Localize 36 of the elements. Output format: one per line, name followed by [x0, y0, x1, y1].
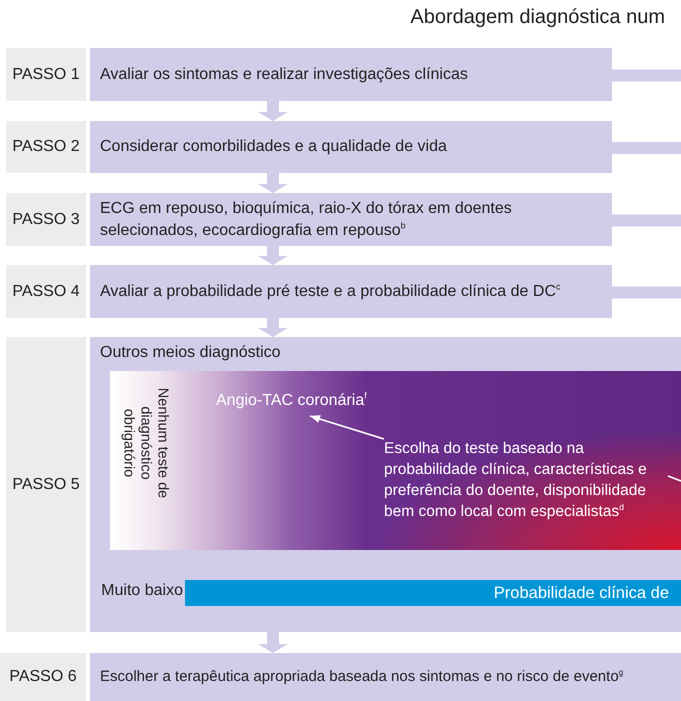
step-text: Avaliar a probabilidade pré teste e a probabilidade clínica de DC$^{c}$ — [100, 280, 560, 302]
step-number: PASSO 6 — [9, 667, 77, 687]
vertical-label: Nenhum teste de diagnóstico obrigatório — [120, 386, 170, 500]
step-text: Escolher a terapêutica apropriada baseada nos sintomas e no risco de evento$^{g}$ — [100, 667, 624, 687]
connector-band — [612, 70, 681, 82]
connector-band — [612, 142, 681, 154]
diagram-title: Abordagem diagnóstica num — [410, 6, 665, 29]
step-number: PASSO 1 — [12, 64, 80, 84]
step-box — [90, 48, 612, 101]
step-text: ECG em repouso, bioquímica, raio-X do tórax em doentes selecionados, ecocardiografia em repouso$^{b}$ — [100, 198, 513, 240]
step-number: PASSO 4 — [12, 282, 80, 302]
flow-arrow — [258, 632, 288, 653]
step-text: Avaliar os sintomas e realizar investigações clínicas — [100, 64, 468, 84]
step-box — [90, 653, 681, 701]
step-box — [90, 121, 612, 173]
step-number: PASSO 3 — [12, 210, 80, 230]
flow-arrow — [258, 101, 288, 121]
step-box — [90, 193, 612, 246]
test-label: Angio-TAC coronária$^{f}$ — [216, 390, 368, 411]
leader-line — [668, 475, 681, 482]
connector-band — [612, 286, 681, 298]
step-box — [90, 337, 681, 632]
bar-label: Probabilidade clínica de — [494, 583, 669, 604]
scale-label: Muito baixo — [101, 582, 184, 600]
flow-arrow — [258, 318, 288, 337]
connector-band — [612, 214, 681, 226]
section-heading: Outros meios diagnóstico — [100, 343, 281, 363]
pointer-arrow — [310, 415, 384, 440]
gradient-panel — [110, 371, 681, 550]
step-box — [90, 265, 612, 318]
step-number: PASSO 2 — [12, 137, 80, 157]
step-number: PASSO 5 — [12, 474, 80, 494]
flow-arrow — [258, 246, 288, 265]
flow-arrow — [258, 173, 288, 193]
annotation-text: Escolha do teste baseado na probabilidade clínica, características e preferência do doente, disponibilidade bem como local com especialistas$^{d}$ — [384, 439, 648, 522]
step-text: Considerar comorbilidades e a qualidade de vida — [100, 137, 447, 157]
